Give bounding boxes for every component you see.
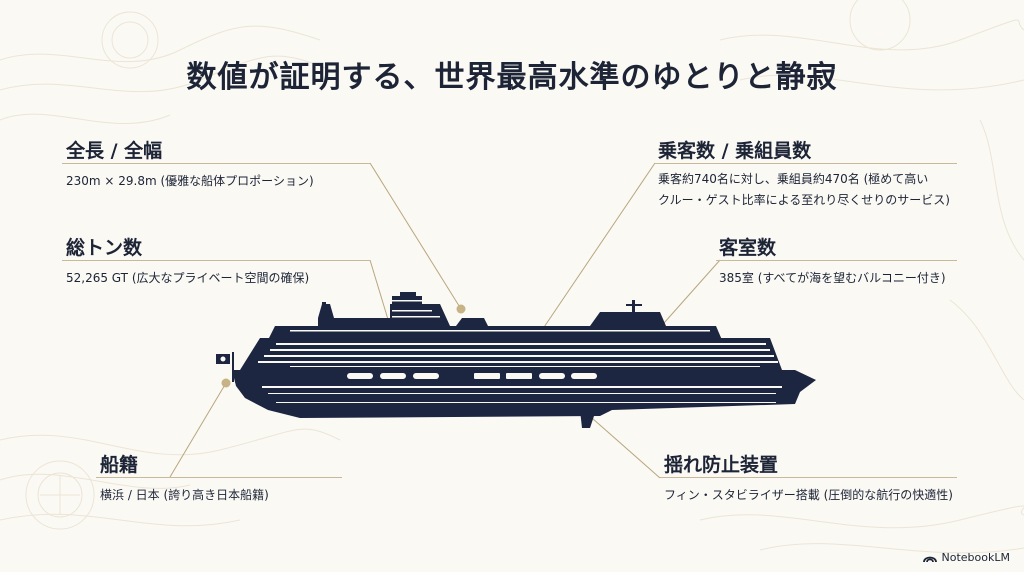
passenger-crew-divider — [655, 163, 957, 164]
length-width-divider — [62, 163, 370, 164]
gross-tonnage-text: 52,265 GT (広大なプライベート空間の確保) — [66, 271, 310, 285]
gross-tonnage-label: 総トン数 — [66, 237, 143, 259]
stabilizer-text: フィン・スタビライザー搭載 (圧倒的な航行の快適性) — [664, 488, 953, 502]
registry-text: 横浜 / 日本 (誇り高き日本船籍) — [100, 488, 269, 502]
registry-divider — [96, 477, 342, 478]
passenger-crew-text-line2: クルー・ゲスト比率による至れり尽くせりのサービス) — [658, 193, 950, 207]
length-marker-dot — [456, 304, 466, 314]
registry-label: 船籍 — [100, 454, 139, 476]
page-title: 数値が証明する、世界最高水準のゆとりと静寂 — [186, 60, 838, 95]
notebooklm-brand: NotebookLM — [922, 551, 1010, 564]
cabins-label: 客室数 — [719, 237, 777, 259]
notebooklm-logo-icon — [922, 556, 937, 562]
stabilizer-label: 揺れ防止装置 — [664, 454, 779, 476]
brand-name: NotebookLM — [941, 551, 1010, 564]
passenger-crew-text-line1: 乗客約740名に対し、乗組員約470名 (極めて高い — [658, 172, 929, 186]
cabins-divider — [716, 260, 957, 261]
cabins-text: 385室 (すべてが海を望むバルコニー付き) — [719, 271, 946, 285]
gross-tonnage-divider — [62, 260, 370, 261]
registry-marker-dot — [221, 378, 231, 388]
passenger-crew-label: 乗客数 / 乗組員数 — [658, 140, 812, 162]
length-width-text: 230m × 29.8m (優雅な船体プロポーション) — [66, 174, 314, 188]
length-width-label: 全長 / 全幅 — [66, 140, 163, 162]
stabilizer-divider — [660, 477, 957, 478]
